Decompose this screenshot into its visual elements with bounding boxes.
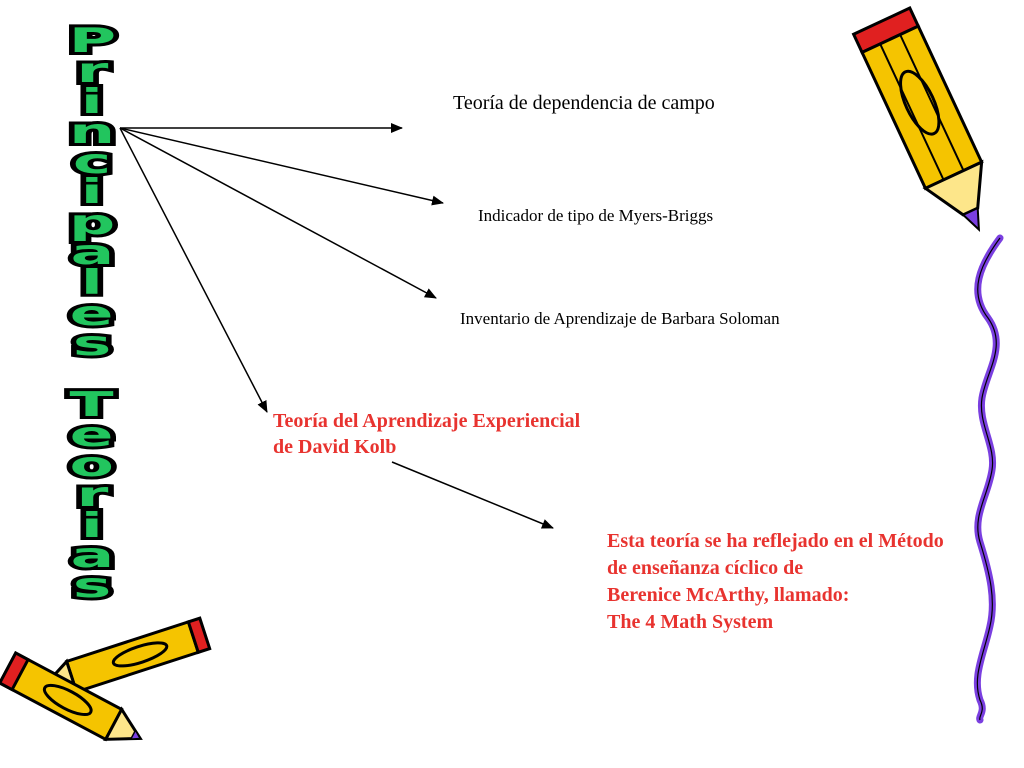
- vertical-title-letter: p: [63, 202, 121, 243]
- vertical-title-letter: T: [64, 384, 120, 425]
- vertical-title-letter: c: [67, 142, 117, 183]
- vertical-title-letter: n: [63, 111, 121, 152]
- conclusion-line: Berenice McArthy, llamado:: [607, 584, 850, 606]
- vertical-title-letter: s: [67, 323, 117, 364]
- vertical-title-letter: r: [70, 475, 113, 516]
- conclusion-line: Esta teoría se ha reflejado en el Método: [607, 530, 944, 552]
- vertical-title-letter: o: [64, 445, 120, 486]
- vertical-title-letter: P: [63, 21, 122, 61]
- vertical-title-letter: r: [70, 51, 113, 92]
- vertical-title-letter: a: [64, 233, 119, 274]
- vertical-title-letter: a: [64, 536, 119, 577]
- conclusion-line: de enseñanza cíclico de: [607, 557, 804, 579]
- conclusion-line: The 4 Math System: [607, 611, 774, 633]
- vertical-title-letter: e: [64, 293, 119, 334]
- theory-kolb: Teoría del Aprendizaje Experiencial de D…: [273, 408, 580, 460]
- theory-myers-briggs: Indicador de tipo de Myers-Briggs: [478, 206, 714, 225]
- theory-kolb-line: de David Kolb: [273, 436, 397, 458]
- arrow-to-kolb: [119, 127, 268, 413]
- vertical-title-letter: e: [64, 414, 119, 455]
- conclusion-text: Esta teoría se ha reflejado en el Método…: [607, 528, 944, 636]
- vertical-title-letter: s: [67, 566, 117, 607]
- arrow-to-conclusion: [391, 461, 554, 529]
- arrow-to-myers-briggs: [119, 127, 444, 206]
- theory-field-dependence: Teoría de dependencia de campo: [453, 92, 715, 114]
- arrow-to-soloman: [119, 127, 437, 299]
- theory-soloman: Inventario de Aprendizaje de Barbara Sol…: [460, 309, 780, 328]
- theory-kolb-line: Teoría del Aprendizaje Experiencial: [273, 410, 581, 432]
